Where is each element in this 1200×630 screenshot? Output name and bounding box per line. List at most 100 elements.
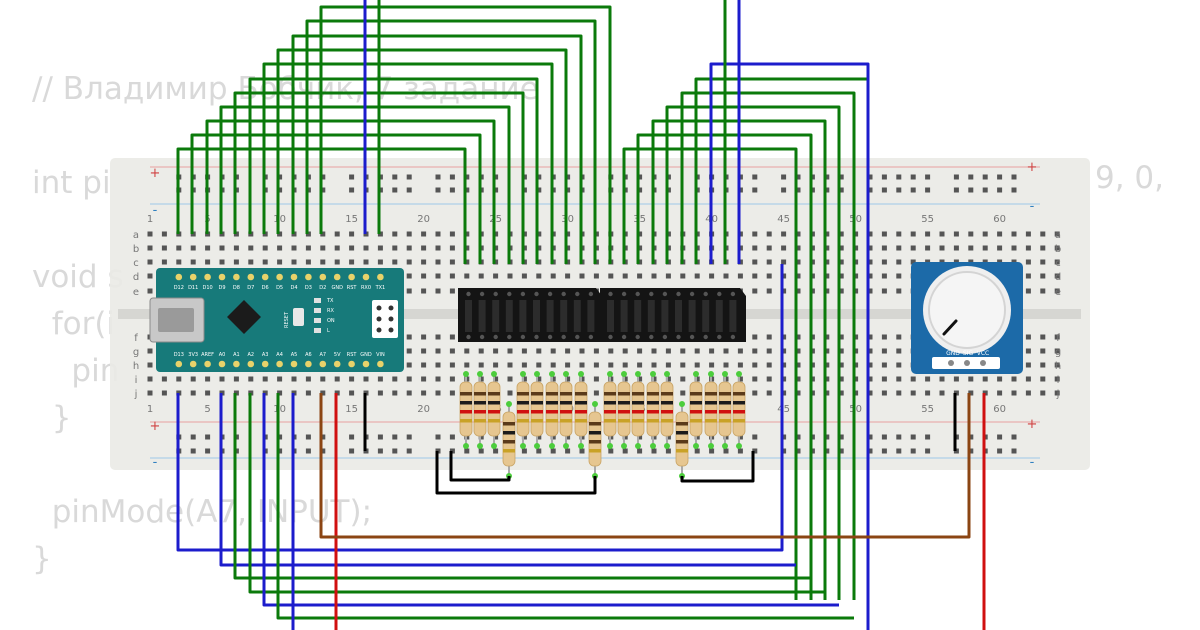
row-letter: e [133, 287, 139, 298]
potentiometer-module[interactable]: GND SIG VCC [911, 262, 1023, 374]
breadboard-hole [449, 362, 455, 368]
arduino-pin[interactable] [218, 273, 226, 281]
arduino-pin[interactable] [333, 273, 341, 281]
resistor-band [632, 410, 644, 414]
arduino-pin[interactable] [276, 360, 283, 368]
arduino-pin[interactable] [218, 360, 226, 368]
arduino-pin[interactable] [348, 360, 355, 368]
rail-hole [449, 174, 455, 180]
breadboard-hole [680, 362, 686, 368]
breadboard-hole [781, 273, 787, 279]
led-pin [689, 291, 695, 297]
resistor-band [719, 410, 731, 414]
breadboard-hole [997, 376, 1003, 382]
rail-hole [881, 174, 887, 180]
arduino-pin[interactable] [290, 273, 298, 281]
breadboard-hole [1054, 259, 1060, 265]
breadboard-hole [1025, 259, 1031, 265]
rail-hole [493, 448, 499, 454]
resistor-band [705, 419, 717, 423]
led-pin [588, 334, 594, 340]
breadboard-hole [1054, 231, 1060, 237]
breadboard-hole [1040, 390, 1046, 396]
resistor [487, 381, 501, 437]
breadboard-hole [867, 288, 873, 294]
arduino-pin[interactable] [362, 360, 370, 368]
rail-hole [665, 434, 671, 440]
breadboard-hole [608, 273, 614, 279]
breadboard-hole [219, 259, 225, 265]
arduino-pin[interactable] [204, 360, 211, 368]
breadboard-hole [406, 376, 412, 382]
arduino-pin[interactable] [247, 360, 255, 368]
breadboard-hole [377, 245, 383, 251]
rail-hole [435, 434, 441, 440]
resistor-band [503, 449, 515, 453]
rail-hole [752, 434, 758, 440]
connection-dot [664, 371, 670, 377]
arduino-pin[interactable] [290, 360, 298, 368]
rail-hole [435, 187, 441, 193]
breadboard-hole [752, 376, 758, 382]
arduino-pin[interactable] [377, 360, 384, 368]
led-segment [607, 300, 614, 332]
arduino-pin[interactable] [175, 273, 183, 281]
rail-hole [536, 187, 542, 193]
arduino-pin[interactable] [276, 273, 283, 281]
rail-plus-label: + [1027, 160, 1038, 175]
arduino-pin[interactable] [189, 273, 197, 281]
breadboard-hole [161, 376, 167, 382]
led-pin [547, 334, 553, 340]
arduino-pin[interactable] [261, 273, 269, 281]
arduino-pin[interactable] [204, 273, 211, 281]
rail-hole [277, 187, 283, 193]
resistor-band [575, 401, 587, 405]
breadboard-hole [449, 273, 455, 279]
arduino-pin[interactable] [233, 360, 240, 368]
potentiometer-pin [948, 360, 954, 366]
rail-hole [896, 174, 902, 180]
arduino-pin[interactable] [305, 360, 312, 368]
arduino-pin[interactable] [261, 360, 269, 368]
resistor [718, 381, 732, 437]
arduino-pin[interactable] [319, 360, 327, 368]
resistor-band [733, 401, 745, 405]
breadboard-hole [493, 348, 499, 354]
arduino-pin-label: D8 [233, 285, 240, 291]
arduino-pin[interactable] [377, 273, 384, 281]
breadboard-hole [881, 376, 887, 382]
wire [219, 393, 796, 567]
arduino-pin[interactable] [333, 360, 341, 368]
breadboard-hole [233, 245, 239, 251]
potentiometer-knob[interactable] [928, 271, 1006, 349]
led-pin [649, 334, 654, 340]
arduino-pin[interactable] [319, 273, 327, 281]
arduino-pin-label: D11 [188, 285, 198, 291]
column-number: 5 [204, 404, 210, 415]
arduino-pin[interactable] [233, 273, 240, 281]
rail-hole [925, 174, 931, 180]
rail-hole [565, 187, 571, 193]
arduino-pin[interactable] [247, 273, 255, 281]
led-pin [507, 291, 512, 297]
reset-button[interactable] [293, 308, 304, 326]
rail-hole [320, 434, 326, 440]
arduino-pin[interactable] [362, 273, 370, 281]
arduino-pin[interactable] [305, 273, 312, 281]
arduino-pin[interactable] [175, 360, 183, 368]
rail-hole [305, 448, 311, 454]
breadboard-hole [277, 231, 283, 237]
arduino-pin[interactable] [348, 273, 355, 281]
arduino-pin[interactable] [189, 360, 197, 368]
resistor-band [647, 419, 659, 423]
breadboard-hole [968, 245, 974, 251]
breadboard-hole [896, 231, 902, 237]
rail-hole [464, 187, 470, 193]
breadboard-hole [781, 334, 787, 340]
breadboard-hole [838, 334, 844, 340]
connection-dot [520, 443, 526, 449]
wire [262, 62, 554, 264]
breadboard-hole [493, 376, 499, 382]
